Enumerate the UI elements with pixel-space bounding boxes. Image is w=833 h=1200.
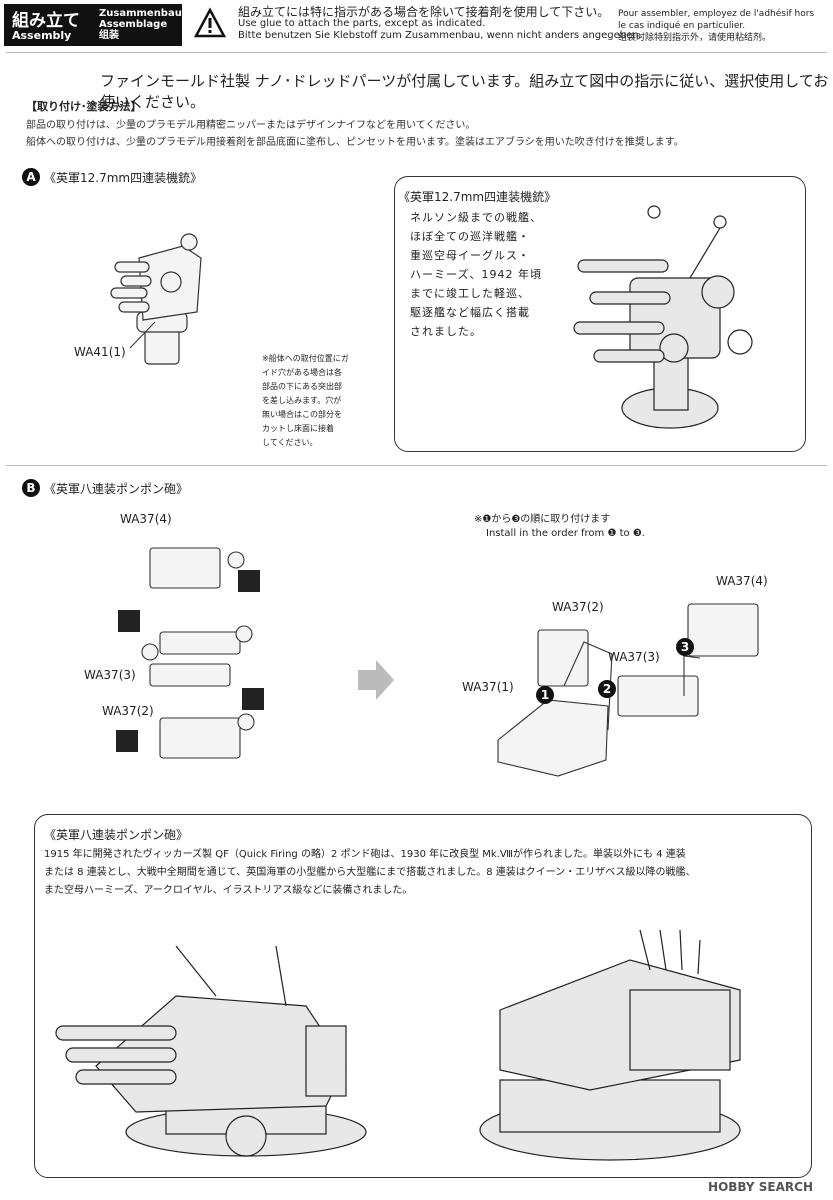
- mounting-note-line: ※船体への取付位置にガ: [262, 354, 349, 363]
- part-label-wa37-2-right: WA37(2): [552, 600, 604, 614]
- box-body-line: 駆逐艦など幅広く搭載: [410, 306, 530, 319]
- box-body-line: 重巡空母イーグルス・: [410, 249, 530, 262]
- part-leader-line: [129, 321, 156, 349]
- warning-cn: 组装时除特别指示外，请使用粘结剂。: [618, 33, 772, 43]
- mounting-note-line: を差し込みます。穴が: [262, 396, 342, 405]
- gate-marker-icon: [118, 610, 140, 632]
- box-body-line: されました。: [410, 325, 482, 338]
- glue-warning-fr: Pour assembler, employez de l'adhésif ho…: [618, 8, 814, 44]
- part-label-wa37-1-right: WA37(1): [462, 680, 514, 694]
- mounting-note-line: 無い場合はこの部分を: [262, 410, 342, 419]
- box-body-line: ほぼ全ての巡洋戦艦・: [410, 230, 530, 243]
- install-order-note-ja: ※❶から❸の順に取り付けます: [474, 514, 611, 525]
- box-body-line: までに竣工した軽巡、: [410, 287, 530, 300]
- section-a-title: 《英軍12.7mm四連装機銃》: [44, 171, 203, 185]
- header-divider: [6, 52, 827, 53]
- pompom-illustration-left: [55, 945, 367, 1157]
- warning-de: Bitte benutzen Sie Klebstoff zum Zusamme…: [238, 30, 642, 41]
- warning-en: Use glue to attach the parts, except as …: [238, 18, 486, 29]
- pompom-box-body: 1915 年に開発されたヴィッカーズ製 QF（Quick Firing の略）2…: [44, 846, 695, 900]
- gate-marker-icon: [116, 730, 138, 752]
- box-body-line: または 8 連装とし、大戦中全期間を通じて、英国海軍の小型艦から大型艦にまで搭載…: [44, 867, 696, 878]
- assembly-header-block: 組み立て Assembly Zusammenbau Assemblage 组装: [4, 4, 182, 46]
- mounting-note-line: してください。: [262, 438, 318, 447]
- step-marker-2: 2: [598, 680, 616, 698]
- warning-icon: [193, 7, 227, 38]
- warning-fr-1: Pour assembler, employez de l'adhésif ho…: [618, 9, 815, 19]
- box-body-line: ハーミーズ、1942 年頃: [410, 268, 542, 281]
- glue-warning-text: 組み立てには特に指示がある場合を除いて接着剤を使用して下さい。 Use glue…: [238, 6, 642, 42]
- install-order-note-en: Install in the order from ❶ to ❸.: [486, 528, 645, 539]
- pompom-parts-sprue: [116, 547, 264, 759]
- section-b-title: 《英軍八連装ポンポン砲》: [44, 482, 189, 496]
- pompom-box-title: 《英軍八連装ポンポン砲》: [44, 828, 189, 842]
- box-body-line: ネルソン級までの戦艦、: [410, 211, 542, 224]
- header-en-title: Assembly: [12, 29, 72, 42]
- section-b-marker: B: [22, 479, 40, 497]
- method-line-1: 部品の取り付けは、少量のプラモデル用精密ニッパーまたはデザインナイフなどを用いて…: [26, 120, 476, 131]
- part-label-wa37-2: WA37(2): [102, 704, 154, 718]
- header-multilang-titles: Zusammenbau Assemblage 组装: [99, 8, 182, 41]
- quad-mg-info-box: [394, 176, 806, 452]
- header-fr-title: Assemblage: [99, 19, 168, 30]
- section-a-marker: A: [22, 168, 40, 186]
- gate-marker-icon: [238, 570, 260, 592]
- part-label-wa37-4-right: WA37(4): [716, 574, 768, 588]
- mounting-note-line: 部品の下にある突出部: [262, 382, 342, 391]
- method-line-2: 船体への取り付けは、少量のプラモデル用接着剤を部品底面に塗布し、ピンセットを用い…: [26, 137, 684, 148]
- part-label-wa41: WA41(1): [74, 345, 126, 359]
- header-ja-title: 組み立て: [12, 11, 80, 31]
- quad-mg-illustration: [573, 205, 753, 429]
- section-divider: [6, 465, 827, 466]
- quad-mg-box-body: ネルソン級までの戦艦、 ほぼ全ての巡洋戦艦・ 重巡空母イーグルス・ ハーミーズ、…: [410, 208, 542, 341]
- intro-title: ファインモールド社製 ナノ･ドレッドパーツが付属しています。組み立て図中の指示に…: [100, 72, 829, 111]
- gate-marker-icon: [242, 688, 264, 710]
- part-label-wa37-3: WA37(3): [84, 668, 136, 682]
- mounting-note-line: カットし床面に接着: [262, 424, 334, 433]
- box-body-line: 1915 年に開発されたヴィッカーズ製 QF（Quick Firing の略）2…: [44, 849, 686, 860]
- header-cn-title: 组装: [99, 30, 119, 41]
- quad-mg-part-drawing: [110, 233, 202, 365]
- box-body-line: また空母ハーミーズ、アークロイヤル、イラストリアス級などに装備されました。: [44, 885, 413, 896]
- warning-fr-2: le cas indiqué en particulier.: [618, 21, 746, 31]
- arrow-right-icon: [358, 660, 394, 700]
- part-label-wa37-3-right: WA37(3): [608, 650, 660, 664]
- pompom-illustration-right: [479, 929, 741, 1161]
- quad-mg-box-title: 《英軍12.7mm四連装機銃》: [398, 190, 557, 204]
- pompom-assembly-diagram: [497, 603, 759, 777]
- header-de-title: Zusammenbau: [99, 8, 182, 19]
- step-marker-1: 1: [536, 686, 554, 704]
- watermark: HOBBY SEARCH: [708, 1180, 813, 1194]
- step-marker-3: 3: [676, 638, 694, 656]
- warning-ja: 組み立てには特に指示がある場合を除いて接着剤を使用して下さい。: [238, 5, 610, 19]
- method-title: 【取り付け･塗装方法】: [26, 100, 142, 113]
- mounting-note-line: イド穴がある場合は各: [262, 368, 342, 377]
- part-label-wa37-4: WA37(4): [120, 512, 172, 526]
- mounting-note: ※船体への取付位置にガ イド穴がある場合は各 部品の下にある突出部 を差し込みま…: [262, 352, 349, 450]
